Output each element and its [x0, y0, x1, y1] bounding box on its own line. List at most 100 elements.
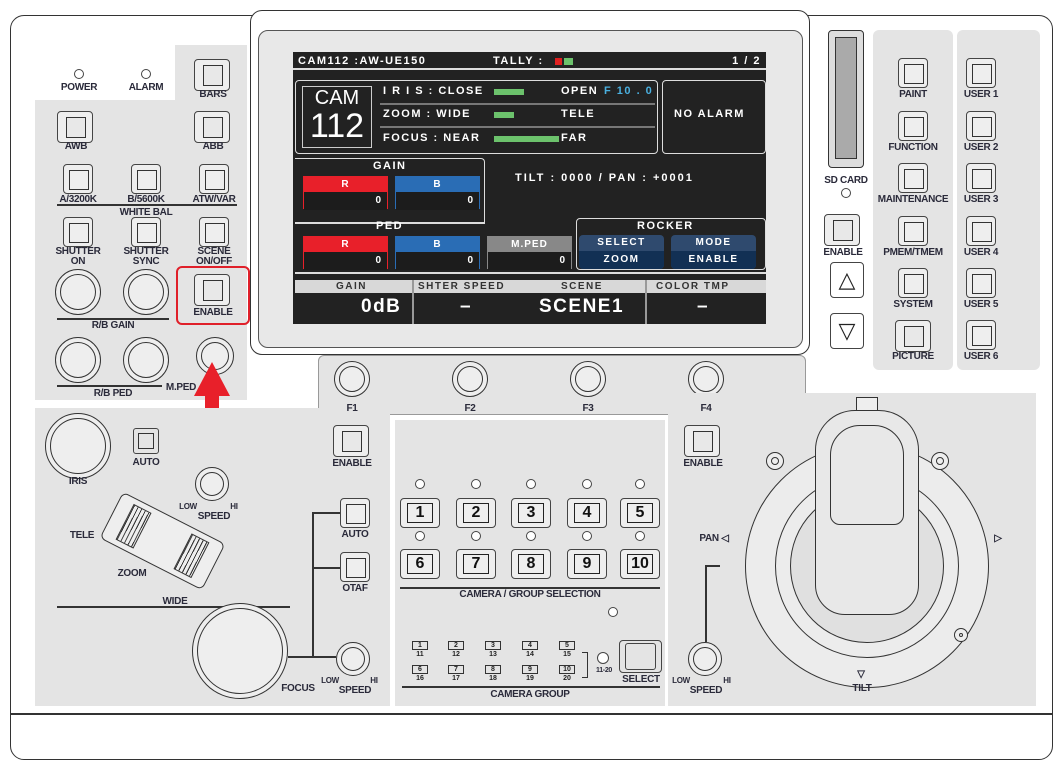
atw-var-button[interactable] [199, 164, 229, 194]
user4-button[interactable] [966, 216, 996, 246]
gain-box [295, 158, 485, 222]
user3-button[interactable] [966, 163, 996, 193]
zoom-speed-knob[interactable] [195, 467, 229, 501]
divider [57, 606, 290, 608]
group-select-button[interactable] [619, 640, 662, 673]
cam2-button[interactable]: 2 [456, 498, 496, 528]
cam9-button[interactable]: 9 [567, 549, 607, 579]
focus-auto-button[interactable] [340, 498, 370, 528]
enable-button[interactable] [194, 274, 230, 306]
picture-button[interactable] [895, 320, 931, 352]
awb-button[interactable] [57, 111, 93, 143]
f2-label: F2 [464, 403, 476, 414]
b-gain-knob[interactable] [123, 269, 169, 315]
select-label: SELECT [597, 237, 646, 248]
group-button-2[interactable]: 2 [448, 641, 464, 650]
mode-label: MODE [695, 237, 732, 248]
cam6-button[interactable]: 6 [400, 549, 440, 579]
function-button[interactable] [898, 111, 928, 141]
joystick[interactable] [815, 397, 919, 615]
pan-tilt-speed-knob[interactable] [688, 642, 722, 676]
abb-button[interactable] [194, 111, 230, 143]
system-button[interactable] [898, 268, 928, 298]
user1-button[interactable] [966, 58, 996, 88]
shutter-sync-button[interactable] [131, 217, 161, 247]
focus-far: FAR [561, 132, 588, 144]
cam7-button[interactable]: 7 [456, 549, 496, 579]
lens-enable-button[interactable] [333, 425, 369, 457]
sd-card-slot[interactable] [828, 30, 864, 168]
group-button-3[interactable]: 3 [485, 641, 501, 650]
focus-label: FOCUS [281, 683, 315, 694]
user6-button[interactable] [966, 320, 996, 350]
otaf-button[interactable] [340, 552, 370, 582]
b5600k-button[interactable] [131, 164, 161, 194]
group-button-1[interactable]: 1 [412, 641, 428, 650]
shutter-on-button[interactable] [63, 217, 93, 247]
f4-knob[interactable] [688, 361, 724, 397]
f2-knob[interactable] [452, 361, 488, 397]
group-button-9[interactable]: 9 [522, 665, 538, 674]
tilt-pan-readout: TILT : 0000 / PAN : +0001 [515, 172, 694, 184]
group-button-10[interactable]: 10 [559, 665, 575, 674]
iris-auto-button[interactable] [133, 428, 159, 454]
group-button-8[interactable]: 8 [485, 665, 501, 674]
ped-title: PED [376, 220, 404, 232]
focus-speed-knob[interactable] [336, 642, 370, 676]
cam1-button[interactable]: 1 [400, 498, 440, 528]
group-number-13: 13 [489, 651, 497, 658]
cam-word: CAM [314, 87, 360, 109]
b-ped-knob[interactable] [123, 337, 169, 383]
group-button-7[interactable]: 7 [448, 665, 464, 674]
cam6-led [415, 531, 425, 541]
up-button[interactable]: △ [830, 262, 864, 298]
pan-tilt-enable-button[interactable] [684, 425, 720, 457]
cam8-button[interactable]: 8 [511, 549, 551, 579]
r-ped-knob[interactable] [55, 337, 101, 383]
group-button-6[interactable]: 6 [412, 665, 428, 674]
paint-button[interactable] [898, 58, 928, 88]
iris-knob[interactable] [45, 413, 111, 479]
cam5-button[interactable]: 5 [620, 498, 660, 528]
enable-menu-label: ENABLE [823, 247, 863, 258]
bars-button[interactable] [194, 59, 230, 91]
group-number-20: 20 [563, 675, 571, 682]
scene-onoff-button[interactable] [199, 217, 229, 247]
f1-knob[interactable] [334, 361, 370, 397]
focus-knob[interactable] [192, 603, 288, 699]
cam4-button[interactable]: 4 [567, 498, 607, 528]
enable-label: ENABLE [193, 307, 233, 318]
tally-red [555, 58, 562, 65]
awb-label: AWB [64, 141, 88, 152]
alarm-status: NO ALARM [674, 108, 745, 120]
divider [380, 103, 655, 105]
f3-knob[interactable] [570, 361, 606, 397]
arrow-head [194, 362, 230, 396]
pmem-tmem-button[interactable] [898, 216, 928, 246]
status-gain-header: GAIN [336, 281, 367, 292]
cam3-button[interactable]: 3 [511, 498, 551, 528]
user5-button[interactable] [966, 268, 996, 298]
enable-menu-button[interactable] [824, 214, 860, 246]
r-gain-knob[interactable] [55, 269, 101, 315]
group-button-5[interactable]: 5 [559, 641, 575, 650]
down-button[interactable]: ▽ [830, 313, 864, 349]
maintenance-button[interactable] [898, 163, 928, 193]
otaf-label: OTAF [342, 583, 368, 594]
group-button-4[interactable]: 4 [522, 641, 538, 650]
user2-button[interactable] [966, 111, 996, 141]
a3200k-button[interactable] [63, 164, 93, 194]
lcd-screen[interactable]: CAM112 :AW-UE150 TALLY : 1 / 2 CAM 112 I… [293, 52, 766, 324]
system-label: SYSTEM [893, 299, 933, 310]
power-label: POWER [60, 82, 98, 93]
zoom-bar [494, 112, 514, 118]
f4-label: F4 [700, 403, 712, 414]
cam10-button[interactable]: 10 [620, 549, 660, 579]
